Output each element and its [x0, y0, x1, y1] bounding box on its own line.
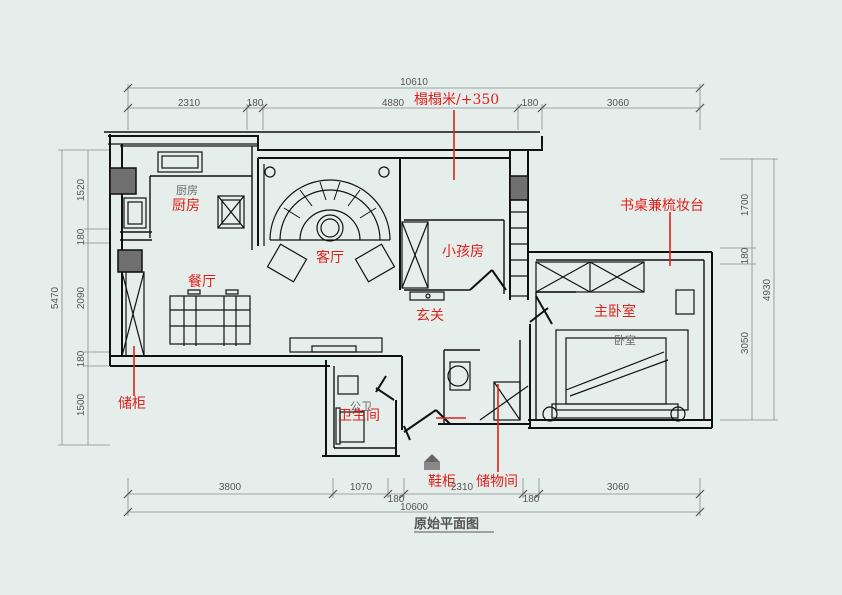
dim-right-total: 4930	[762, 278, 773, 301]
dim-top-seg-1: 2310	[178, 98, 201, 109]
structural-columns	[109, 167, 529, 273]
dim-top-seg-4: 180	[522, 98, 539, 109]
dim-bottom-seg-3: 180	[388, 494, 405, 505]
annotation-leaders	[133, 110, 671, 472]
entrance-arrow-icon	[424, 454, 440, 470]
dim-left-seg-2: 180	[76, 228, 87, 245]
annotation-dining: 餐厅	[188, 274, 216, 290]
dim-top-seg-2: 180	[247, 98, 264, 109]
dim-bottom-seg-2: 1070	[350, 482, 373, 493]
dim-left-seg-3: 2090	[76, 286, 87, 309]
dimension-ticks	[123, 83, 705, 517]
dim-bottom-seg-4: 2310	[451, 482, 474, 493]
annotation-kitchen: 厨房	[172, 198, 200, 214]
room-label-public-bath: 公卫	[350, 400, 372, 413]
annotation-master-bedroom: 主卧室	[594, 303, 636, 320]
drawing-title: 原始平面图	[414, 516, 479, 532]
dimension-lines	[58, 84, 778, 516]
annotation-entry: 玄关	[416, 307, 444, 324]
dim-right-seg-1: 1700	[740, 193, 751, 216]
dim-bottom-seg-5: 180	[523, 494, 540, 505]
dim-right-seg-3: 3050	[740, 331, 751, 354]
dim-right-seg-2: 180	[740, 247, 751, 264]
dim-left-seg-5: 1500	[76, 393, 87, 416]
furniture	[121, 151, 695, 445]
annotation-tatami: 榻榻米/+350	[414, 92, 499, 108]
annotation-cabinet: 储柜	[118, 396, 146, 412]
room-label-kitchen: 厨房	[176, 184, 198, 197]
dim-left-total: 5470	[50, 286, 61, 309]
dim-top-seg-3: 4880	[382, 98, 405, 109]
annotation-desk: 书桌兼梳妆台	[620, 198, 704, 214]
annotation-shoe-cabinet: 鞋柜	[428, 474, 456, 490]
dim-bottom-seg-6: 3060	[607, 482, 630, 493]
annotation-storage: 储物间	[476, 474, 518, 490]
dim-bottom-total: 10600	[400, 502, 428, 513]
dim-top-total: 10610	[400, 77, 428, 88]
annotation-living: 客厅	[316, 249, 344, 266]
dim-bottom-seg-1: 3800	[219, 482, 242, 493]
dim-left-seg-1: 1520	[76, 178, 87, 201]
dim-left-seg-4: 180	[76, 350, 87, 367]
room-label-bedroom: 卧室	[614, 333, 636, 347]
dim-top-seg-5: 3060	[607, 98, 630, 109]
door-swings	[375, 269, 553, 441]
annotation-bathroom: 卫生间	[338, 408, 380, 424]
annotation-kids-room: 小孩房	[442, 244, 484, 260]
